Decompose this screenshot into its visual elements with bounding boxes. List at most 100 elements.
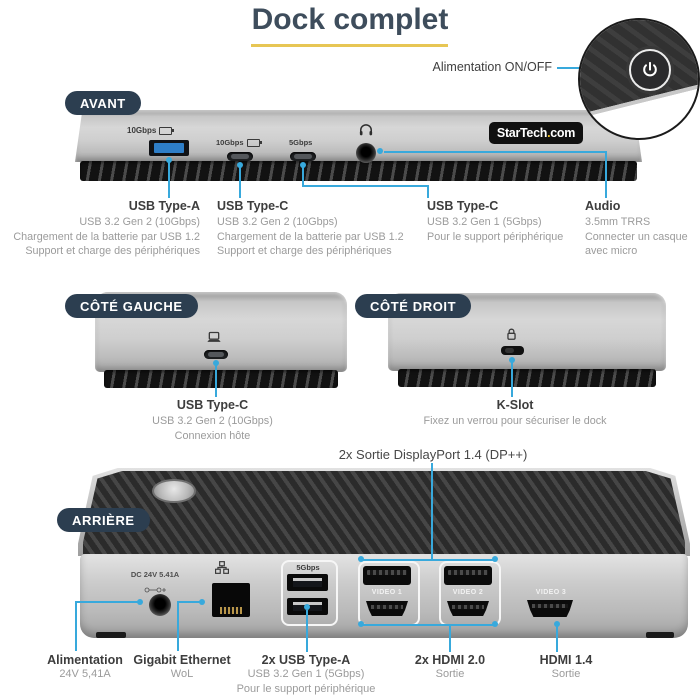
host-usb-c-port: [204, 350, 228, 359]
front-callout-usb-c1: USB Type-C USB 3.2 Gen 2 (10Gbps) Charge…: [217, 199, 417, 259]
power-button: [629, 49, 671, 91]
callout-title: USB Type-C: [217, 199, 289, 213]
callout-dot: [377, 148, 383, 154]
callout-line-text: USB 3.2 Gen 2 (10Gbps): [79, 216, 200, 228]
usb-a-marking-text: 10Gbps: [127, 126, 157, 135]
usb-c2-marking-text: 5Gbps: [289, 138, 313, 147]
callout-line: [239, 165, 241, 198]
callout-line-text: USB 3.2 Gen 2 (10Gbps): [217, 216, 338, 228]
video1-label: VIDEO 1: [371, 589, 403, 596]
usb-c1-marking-text: 10Gbps: [216, 138, 244, 147]
callout-line: [306, 610, 308, 652]
rear-callout-hdmi2: 2x HDMI 2.0 Sortie: [387, 653, 513, 682]
usb-c1-marking: 10Gbps: [216, 138, 262, 147]
callout-line-text: Support et charge des périphériques: [25, 245, 200, 258]
callout-line: [75, 601, 77, 651]
lock-icon: [506, 328, 517, 346]
callout-line: [215, 363, 217, 397]
callout-line-text: USB 3.2 Gen 2 (10Gbps): [152, 415, 273, 427]
callout-line: [431, 463, 433, 560]
rear-badge: ARRIÈRE: [57, 508, 150, 532]
dc-marking: DC 24V 5.41A: [130, 570, 180, 579]
power-callout-label: Alimentation ON/OFF: [432, 60, 552, 74]
usb-a-rear-top: [287, 574, 328, 591]
title-underline: [251, 44, 448, 47]
battery-icon: [159, 126, 175, 135]
usb-c2-marking: 5Gbps: [289, 138, 312, 147]
left-side-callout: USB Type-C USB 3.2 Gen 2 (10Gbps) Connex…: [110, 398, 315, 443]
right-side-badge: CÔTÉ DROIT: [355, 294, 472, 318]
callout-line: [384, 151, 607, 153]
ethernet-icon: [215, 561, 229, 579]
callout-line: [168, 160, 170, 198]
callout-line-text: Connexion hôte: [174, 429, 251, 442]
callout-line-text: WoL: [170, 668, 194, 680]
callout-line: [449, 626, 451, 652]
rear-callout-power: Alimentation 24V 5,41A: [20, 653, 150, 682]
right-side-callout: K-Slot Fixez un verrou pour sécuriser le…: [380, 398, 650, 429]
polarity-icon: [144, 580, 166, 598]
rear-power-button: [152, 479, 196, 503]
left-side-badge: CÔTÉ GAUCHE: [65, 294, 198, 318]
callout-line: [361, 624, 495, 626]
front-vents: [80, 161, 637, 181]
usb-c-port-1: [227, 152, 253, 161]
rear-callout-hdmi14: HDMI 1.4 Sortie: [503, 653, 629, 682]
power-inset-circle: [578, 18, 700, 140]
callout-title: USB Type-C: [176, 398, 249, 412]
rear-callout-ethernet: Gigabit Ethernet WoL: [112, 653, 252, 682]
callout-line-text: Pour le support périphérique: [236, 682, 376, 695]
callout-line-text: 24V 5,41A: [59, 668, 111, 680]
callout-line-text: Sortie: [551, 668, 581, 680]
callout-dot: [199, 599, 205, 605]
audio-jack: [356, 143, 376, 163]
callout-line: [75, 601, 140, 603]
page-title: Dock complet: [251, 3, 449, 36]
hdmi-port-2: [447, 601, 489, 616]
callout-dot: [137, 599, 143, 605]
rubber-foot: [646, 632, 674, 638]
hdmi-port-3: [527, 600, 573, 617]
callout-dot: [492, 621, 498, 627]
hdmi-port-1: [366, 601, 408, 616]
logo-text-right: com: [550, 126, 576, 140]
callout-title: USB Type-C: [427, 199, 499, 213]
callout-line-text: Chargement de la batterie par USB 1.2: [13, 230, 200, 243]
logo-text-left: StarTech: [496, 126, 548, 140]
front-callout-usb-c2: USB Type-C USB 3.2 Gen 1 (5Gbps) Pour le…: [427, 199, 587, 244]
dc-power-jack: [149, 594, 171, 616]
callout-line: [177, 601, 202, 603]
power-callout-line: [557, 67, 591, 69]
rubber-foot: [96, 632, 126, 638]
displayport-port-2: [444, 566, 492, 585]
callout-line-text: 3.5mm TRRS: [585, 216, 651, 228]
callout-title: K-Slot: [496, 398, 534, 412]
callout-line-text: Pour le support périphérique: [427, 230, 564, 243]
startech-logo: StarTech.com: [489, 122, 583, 144]
usb-a-port-front: [149, 140, 189, 156]
power-icon: [643, 61, 657, 77]
callout-line-text: USB 3.2 Gen 1 (5Gbps): [247, 668, 365, 680]
k-slot-port: [501, 346, 524, 355]
callout-line: [605, 151, 607, 198]
video3-label: VIDEO 3: [535, 589, 567, 596]
callout-dot: [492, 556, 498, 562]
front-callout-audio: Audio 3.5mm TRRS Connecter un casque ave…: [585, 199, 697, 259]
callout-line: [302, 165, 304, 187]
callout-title: Audio: [585, 199, 621, 213]
right-side-vents: [398, 369, 656, 387]
callout-line-text: USB 3.2 Gen 1 (5Gbps): [427, 216, 542, 228]
callout-dot: [358, 556, 364, 562]
rear-usb-marking: 5Gbps: [296, 563, 320, 572]
callout-title: 2x USB Type-A: [261, 653, 351, 667]
displayport-port-1: [363, 566, 411, 585]
callout-dot: [304, 604, 310, 610]
callout-line-text: Connecter un casque avec micro: [585, 230, 688, 258]
callout-line: [302, 185, 429, 187]
callout-line: [427, 185, 429, 198]
logo-dot: .: [547, 126, 551, 140]
front-badge: AVANT: [65, 91, 141, 115]
laptop-icon: [206, 331, 222, 349]
callout-title: Gigabit Ethernet: [133, 653, 231, 667]
